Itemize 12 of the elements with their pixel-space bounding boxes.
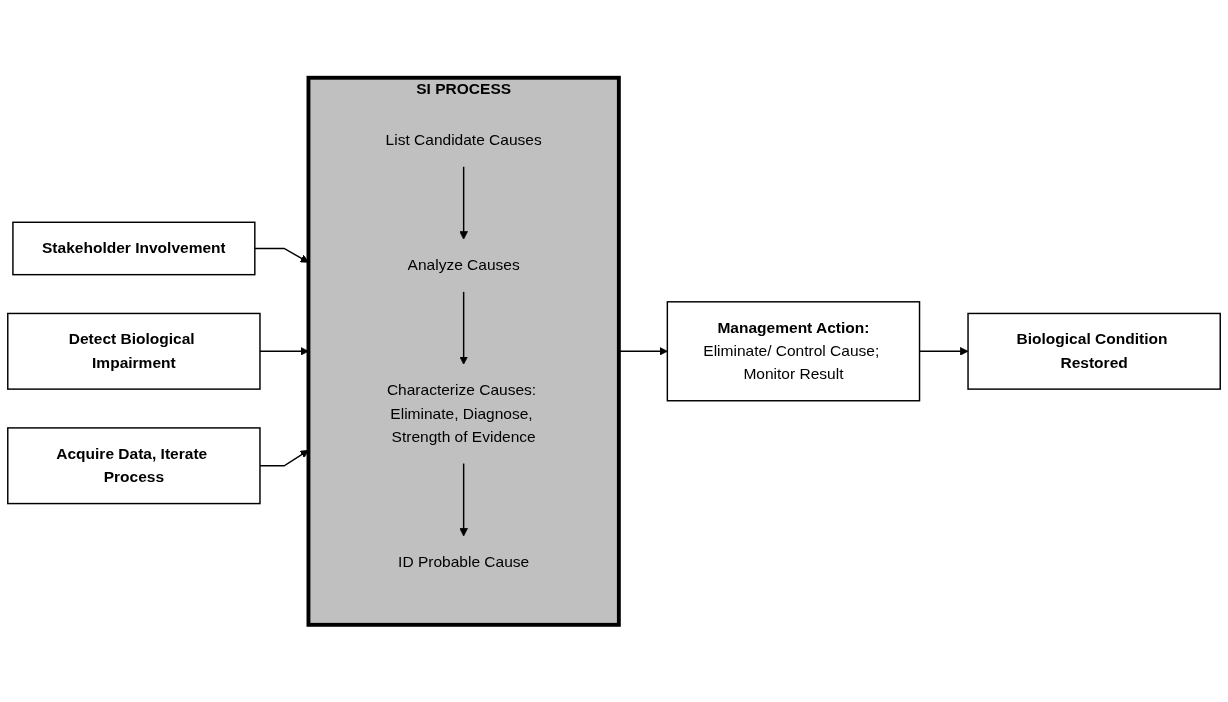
node-text: List Candidate Causes (385, 131, 542, 148)
node-text: Characterize Causes: Eliminate, Diagnose, Strength of Evidence (386, 381, 537, 445)
arrow (459, 462, 468, 537)
node-box: Acquire Data, Iterate Process (7, 426, 261, 504)
node-box: Detect Biological Impairment (7, 312, 261, 390)
node-text: Analyze Causes (407, 256, 520, 273)
arrow (459, 290, 468, 365)
arrow (459, 165, 468, 240)
node-box: Stakeholder Involvement (12, 221, 256, 276)
node-box: Biological Condition Restored (967, 312, 1221, 390)
node-box: Management Action: Eliminate/ Control Cause; Monitor Result (666, 300, 921, 402)
node-text: ID Probable Cause (398, 553, 530, 570)
